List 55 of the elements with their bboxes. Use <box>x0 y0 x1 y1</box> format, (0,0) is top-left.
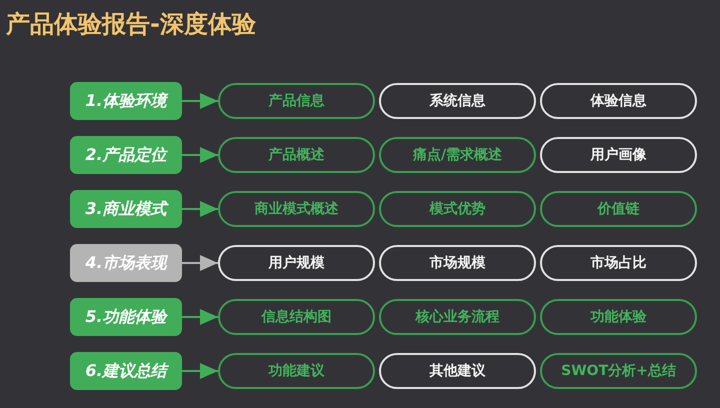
arrow <box>182 255 218 271</box>
step-box <box>70 136 182 174</box>
step-box <box>70 298 182 336</box>
topic-pill <box>379 83 536 119</box>
arrow <box>182 363 218 379</box>
topic-pill <box>218 353 375 389</box>
topic-pill <box>379 245 536 281</box>
topic-pill <box>379 137 536 173</box>
topic-label: 体验信息 <box>590 92 646 110</box>
topic-pill <box>379 299 536 335</box>
step-label: 1.体验环境 <box>85 90 167 112</box>
step-label: 5.功能体验 <box>85 306 167 328</box>
topic-label: 产品概述 <box>268 146 324 164</box>
topic-pill <box>218 137 375 173</box>
topic-label: 功能体验 <box>590 308 646 326</box>
topic-label: 其他建议 <box>430 362 486 380</box>
step-label: 4.市场表现 <box>85 252 167 274</box>
page-title: 产品体验报告-深度体验 <box>6 9 256 40</box>
step-label: 6.建议总结 <box>85 360 167 382</box>
topic-label: 价值链 <box>598 200 640 218</box>
arrow <box>182 93 218 109</box>
arrow <box>182 309 218 325</box>
topic-label: 用户画像 <box>590 146 646 164</box>
topic-pill <box>540 137 697 173</box>
topic-label: 痛点/需求概述 <box>412 146 502 164</box>
topic-pill <box>379 191 536 227</box>
arrow <box>182 201 218 217</box>
topic-pill <box>540 245 697 281</box>
arrow <box>182 147 218 163</box>
topic-pill <box>540 353 697 389</box>
topic-label: 功能建议 <box>268 362 324 380</box>
topic-pill <box>218 191 375 227</box>
topic-label: 市场规模 <box>430 254 486 272</box>
topic-pill <box>218 245 375 281</box>
topic-pill <box>379 353 536 389</box>
topic-pill <box>540 83 697 119</box>
topic-label: 信息结构图 <box>262 308 332 326</box>
step-box <box>70 352 182 390</box>
step-box <box>70 244 182 282</box>
topic-label: 核心业务流程 <box>416 308 500 326</box>
step-label: 2.产品定位 <box>85 144 167 166</box>
topic-pill <box>540 191 697 227</box>
topic-label: 产品信息 <box>268 92 324 110</box>
topic-label: 商业模式概述 <box>254 200 338 218</box>
topic-label: 模式优势 <box>430 200 486 218</box>
step-box <box>70 82 182 120</box>
topic-pill <box>218 299 375 335</box>
topic-pill <box>540 299 697 335</box>
topic-label: SWOT分析+总结 <box>561 362 676 380</box>
topic-label: 市场占比 <box>590 254 646 272</box>
step-label: 3.商业模式 <box>85 198 167 220</box>
topic-label: 系统信息 <box>430 92 486 110</box>
topic-pill <box>218 83 375 119</box>
step-box <box>70 190 182 228</box>
topic-label: 用户规模 <box>268 254 324 272</box>
